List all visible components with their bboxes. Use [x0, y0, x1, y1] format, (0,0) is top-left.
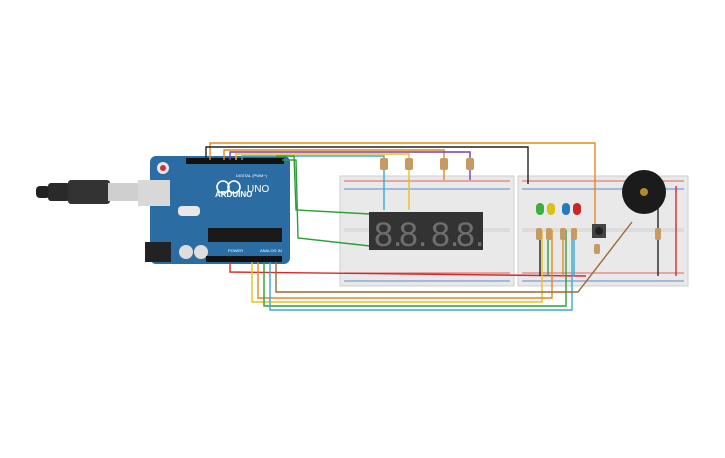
display-digit-4: 8. [456, 216, 484, 254]
arduino-model-label: UNO [247, 184, 269, 195]
led-yellow[interactable] [547, 203, 555, 215]
wires [205, 142, 677, 311]
resistor-4[interactable] [466, 158, 474, 170]
usb-cable-end [36, 186, 50, 198]
seven-segment-display[interactable]: 8. 8. 8. 8. [369, 212, 484, 254]
display-digit-2: 8. [399, 216, 427, 254]
wire-yellow-led[interactable] [251, 230, 543, 303]
wire-cyan-led[interactable] [269, 230, 573, 311]
led-resistor-3[interactable] [560, 228, 566, 240]
wire-green-display-b[interactable] [282, 159, 371, 247]
push-button[interactable] [592, 224, 606, 254]
resistor-2[interactable] [405, 158, 413, 170]
display-resistors [380, 158, 474, 170]
led-blue[interactable] [562, 203, 570, 215]
wire-cyan-display[interactable] [241, 155, 385, 210]
wire-yellow-display[interactable] [235, 153, 410, 210]
wire-green-led[interactable] [263, 230, 567, 307]
display-digit-3: 8. [431, 216, 459, 254]
reset-button-cap [160, 165, 166, 171]
resistor-1[interactable] [380, 158, 388, 170]
led-resistor-4[interactable] [571, 228, 577, 240]
wire-orange-led[interactable] [257, 230, 553, 299]
led-resistors [536, 228, 661, 240]
piezo-buzzer[interactable] [622, 170, 666, 214]
microcontroller-chip [208, 228, 282, 242]
arduino-infinity-logo-left [216, 180, 230, 194]
usb-cable[interactable] [36, 180, 142, 204]
arduino-infinity-logo-right [227, 180, 241, 194]
digital-pins-label: DIGITAL (PWM~) [236, 173, 268, 178]
arduino-logo-text: ARDUINO [215, 190, 252, 199]
led-red[interactable] [573, 203, 581, 215]
display-body [369, 212, 483, 250]
push-button-cap [595, 227, 603, 235]
wire-red-bottom[interactable] [229, 262, 587, 277]
wire-green-display-a[interactable] [276, 155, 371, 215]
usb-plug-metal [108, 183, 142, 201]
usb-plug-body [68, 180, 110, 204]
crystal [178, 206, 200, 216]
capacitor-2 [194, 245, 208, 259]
buzzer-resistor[interactable] [655, 228, 661, 240]
power-pins-label: POWER [228, 248, 243, 253]
button-resistor[interactable] [594, 244, 600, 254]
analog-pins-label: ANALOG IN [260, 248, 282, 253]
usb-port [138, 180, 170, 206]
led-green[interactable] [536, 203, 544, 215]
usb-cable-sleeve [48, 183, 70, 201]
led-resistor-2[interactable] [546, 228, 552, 240]
led-resistor-1[interactable] [536, 228, 542, 240]
leds [536, 203, 581, 215]
buzzer-center [640, 188, 648, 196]
wire-orange-top[interactable] [209, 142, 596, 230]
capacitor-1 [179, 245, 193, 259]
power-jack [145, 242, 171, 262]
wire-brown-buzzer[interactable] [275, 221, 633, 293]
analog-power-header [206, 256, 282, 262]
arduino-uno-board[interactable]: ARDUINO UNO DIGITAL (PWM~) POWER ANALOG … [138, 156, 290, 264]
resistor-3[interactable] [440, 158, 448, 170]
wire-black-top[interactable] [205, 146, 529, 184]
display-digit-1: 8. [374, 216, 402, 254]
digital-header [186, 158, 284, 164]
